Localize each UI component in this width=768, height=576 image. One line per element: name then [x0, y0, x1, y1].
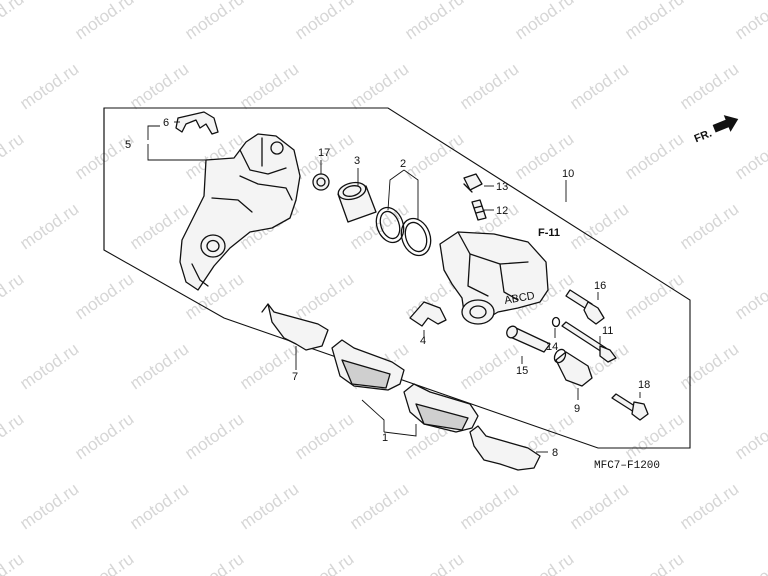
- watermark-text: motod.ru: [731, 269, 768, 323]
- watermark-text: motod.ru: [0, 0, 27, 43]
- part-caliper-body: ABCD: [439, 231, 549, 325]
- watermark-text: motod.ru: [0, 269, 27, 323]
- watermark-text: motod.ru: [621, 549, 687, 576]
- watermark-text: motod.ru: [731, 409, 768, 463]
- callout-4: 4: [420, 335, 426, 347]
- callout-17: 17: [318, 147, 330, 159]
- watermark-text: motod.ru: [181, 409, 247, 463]
- callout-7: 7: [292, 371, 298, 383]
- watermark-text: motod.ru: [0, 549, 27, 576]
- watermark-text: motod.ru: [126, 339, 192, 393]
- watermark-text: motod.ru: [731, 549, 768, 576]
- part-pad-shim-lower: [469, 425, 541, 471]
- part-pad-shim: [261, 303, 329, 351]
- watermark-text: motod.ru: [236, 339, 302, 393]
- watermark-text: motod.ru: [676, 339, 742, 393]
- watermark-text: motod.ru: [621, 409, 687, 463]
- watermark-text: motod.ru: [731, 0, 768, 43]
- watermark-text: motod.ru: [456, 339, 522, 393]
- watermark-text: motod.ru: [291, 269, 357, 323]
- direction-arrow-icon: [712, 115, 739, 133]
- caliper-marking: ABCD: [503, 290, 535, 307]
- watermark-text: motod.ru: [71, 549, 137, 576]
- watermark-text: motod.ru: [346, 479, 412, 533]
- part-pin-bolt-upper: [565, 289, 605, 325]
- part-brake-pad-lower: [403, 383, 479, 433]
- watermark-text: motod.ru: [291, 0, 357, 43]
- watermark-text: motod.ru: [511, 549, 577, 576]
- leader-lines: [147, 121, 641, 453]
- watermark-text: motod.ru: [566, 59, 632, 113]
- part-pin-sleeve: [506, 325, 551, 353]
- assembly-frame: [103, 107, 691, 449]
- watermark-text: motod.ru: [511, 0, 577, 43]
- watermark-text: motod.ru: [0, 409, 27, 463]
- part-piston-seals: [375, 206, 432, 257]
- part-pin-bolt-lower: [561, 321, 617, 363]
- part-retainer-clip: [175, 111, 219, 135]
- callout-1: 1: [382, 432, 388, 444]
- watermark-text: motod.ru: [621, 0, 687, 43]
- part-pin-boot: [553, 348, 593, 387]
- watermark-text: motod.ru: [566, 199, 632, 253]
- diagram-code: MFC7–F1200: [594, 460, 660, 472]
- watermark-text: motod.ru: [181, 0, 247, 43]
- watermark-text: motod.ru: [676, 199, 742, 253]
- part-brake-pad-upper: [331, 339, 405, 391]
- callout-8: 8: [552, 447, 558, 459]
- callout-labels: 5 6 17 3 2 13 12 10 F-11 4 16 14 11 15 9…: [125, 117, 660, 472]
- front-direction-indicator: FR.: [693, 115, 739, 146]
- watermark-text: motod.ru: [401, 549, 467, 576]
- part-bracket-bolt: [611, 393, 649, 421]
- part-bleeder-valve: [471, 199, 487, 221]
- watermark-text: motod.ru: [16, 59, 82, 113]
- watermark-text: motod.ru: [236, 479, 302, 533]
- callout-9: 9: [574, 403, 580, 415]
- watermark-text: motod.ru: [71, 409, 137, 463]
- watermark-text: motod.ru: [16, 199, 82, 253]
- part-bleeder-cap: [463, 173, 483, 193]
- watermark-text: motod.ru: [0, 129, 27, 183]
- callout-6: 6: [163, 117, 169, 129]
- reference-label: F-11: [538, 227, 560, 239]
- callout-13: 13: [496, 181, 508, 193]
- watermark-text: motod.ru: [16, 339, 82, 393]
- watermark-text: motod.ru: [71, 0, 137, 43]
- watermark-text: motod.ru: [566, 479, 632, 533]
- watermark-text: motod.ru: [181, 549, 247, 576]
- part-bolt-cap: [312, 173, 330, 191]
- part-caliper-bracket: [179, 133, 301, 291]
- watermark-text: motod.ru: [236, 59, 302, 113]
- watermark-text: motod.ru: [456, 479, 522, 533]
- callout-11: 11: [602, 325, 613, 337]
- watermark-text: motod.ru: [291, 409, 357, 463]
- callout-2: 2: [400, 158, 406, 170]
- part-o-ring: [551, 316, 561, 328]
- callout-14: 14: [546, 341, 558, 353]
- callout-10: 10: [562, 168, 574, 180]
- callout-12: 12: [496, 205, 508, 217]
- part-pad-spring: [409, 301, 447, 327]
- watermark-text: motod.ru: [621, 129, 687, 183]
- watermark-text: motod.ru: [291, 549, 357, 576]
- watermark-text: motod.ru: [731, 129, 768, 183]
- callout-3: 3: [354, 155, 360, 167]
- callout-18: 18: [638, 379, 650, 391]
- direction-label: FR.: [693, 128, 714, 146]
- part-piston: [337, 181, 377, 223]
- watermark-text: motod.ru: [126, 479, 192, 533]
- watermark-text: motod.ru: [456, 59, 522, 113]
- callout-16: 16: [594, 280, 606, 292]
- watermark-text: motod.ru: [71, 269, 137, 323]
- callout-15: 15: [516, 365, 528, 377]
- watermark-text: motod.ru: [401, 0, 467, 43]
- watermark-text: motod.ru: [126, 59, 192, 113]
- watermark-text: motod.ru: [16, 479, 82, 533]
- callout-5: 5: [125, 139, 131, 151]
- watermark-text: motod.ru: [346, 59, 412, 113]
- watermark-text: motod.ru: [676, 479, 742, 533]
- watermark-text: motod.ru: [676, 59, 742, 113]
